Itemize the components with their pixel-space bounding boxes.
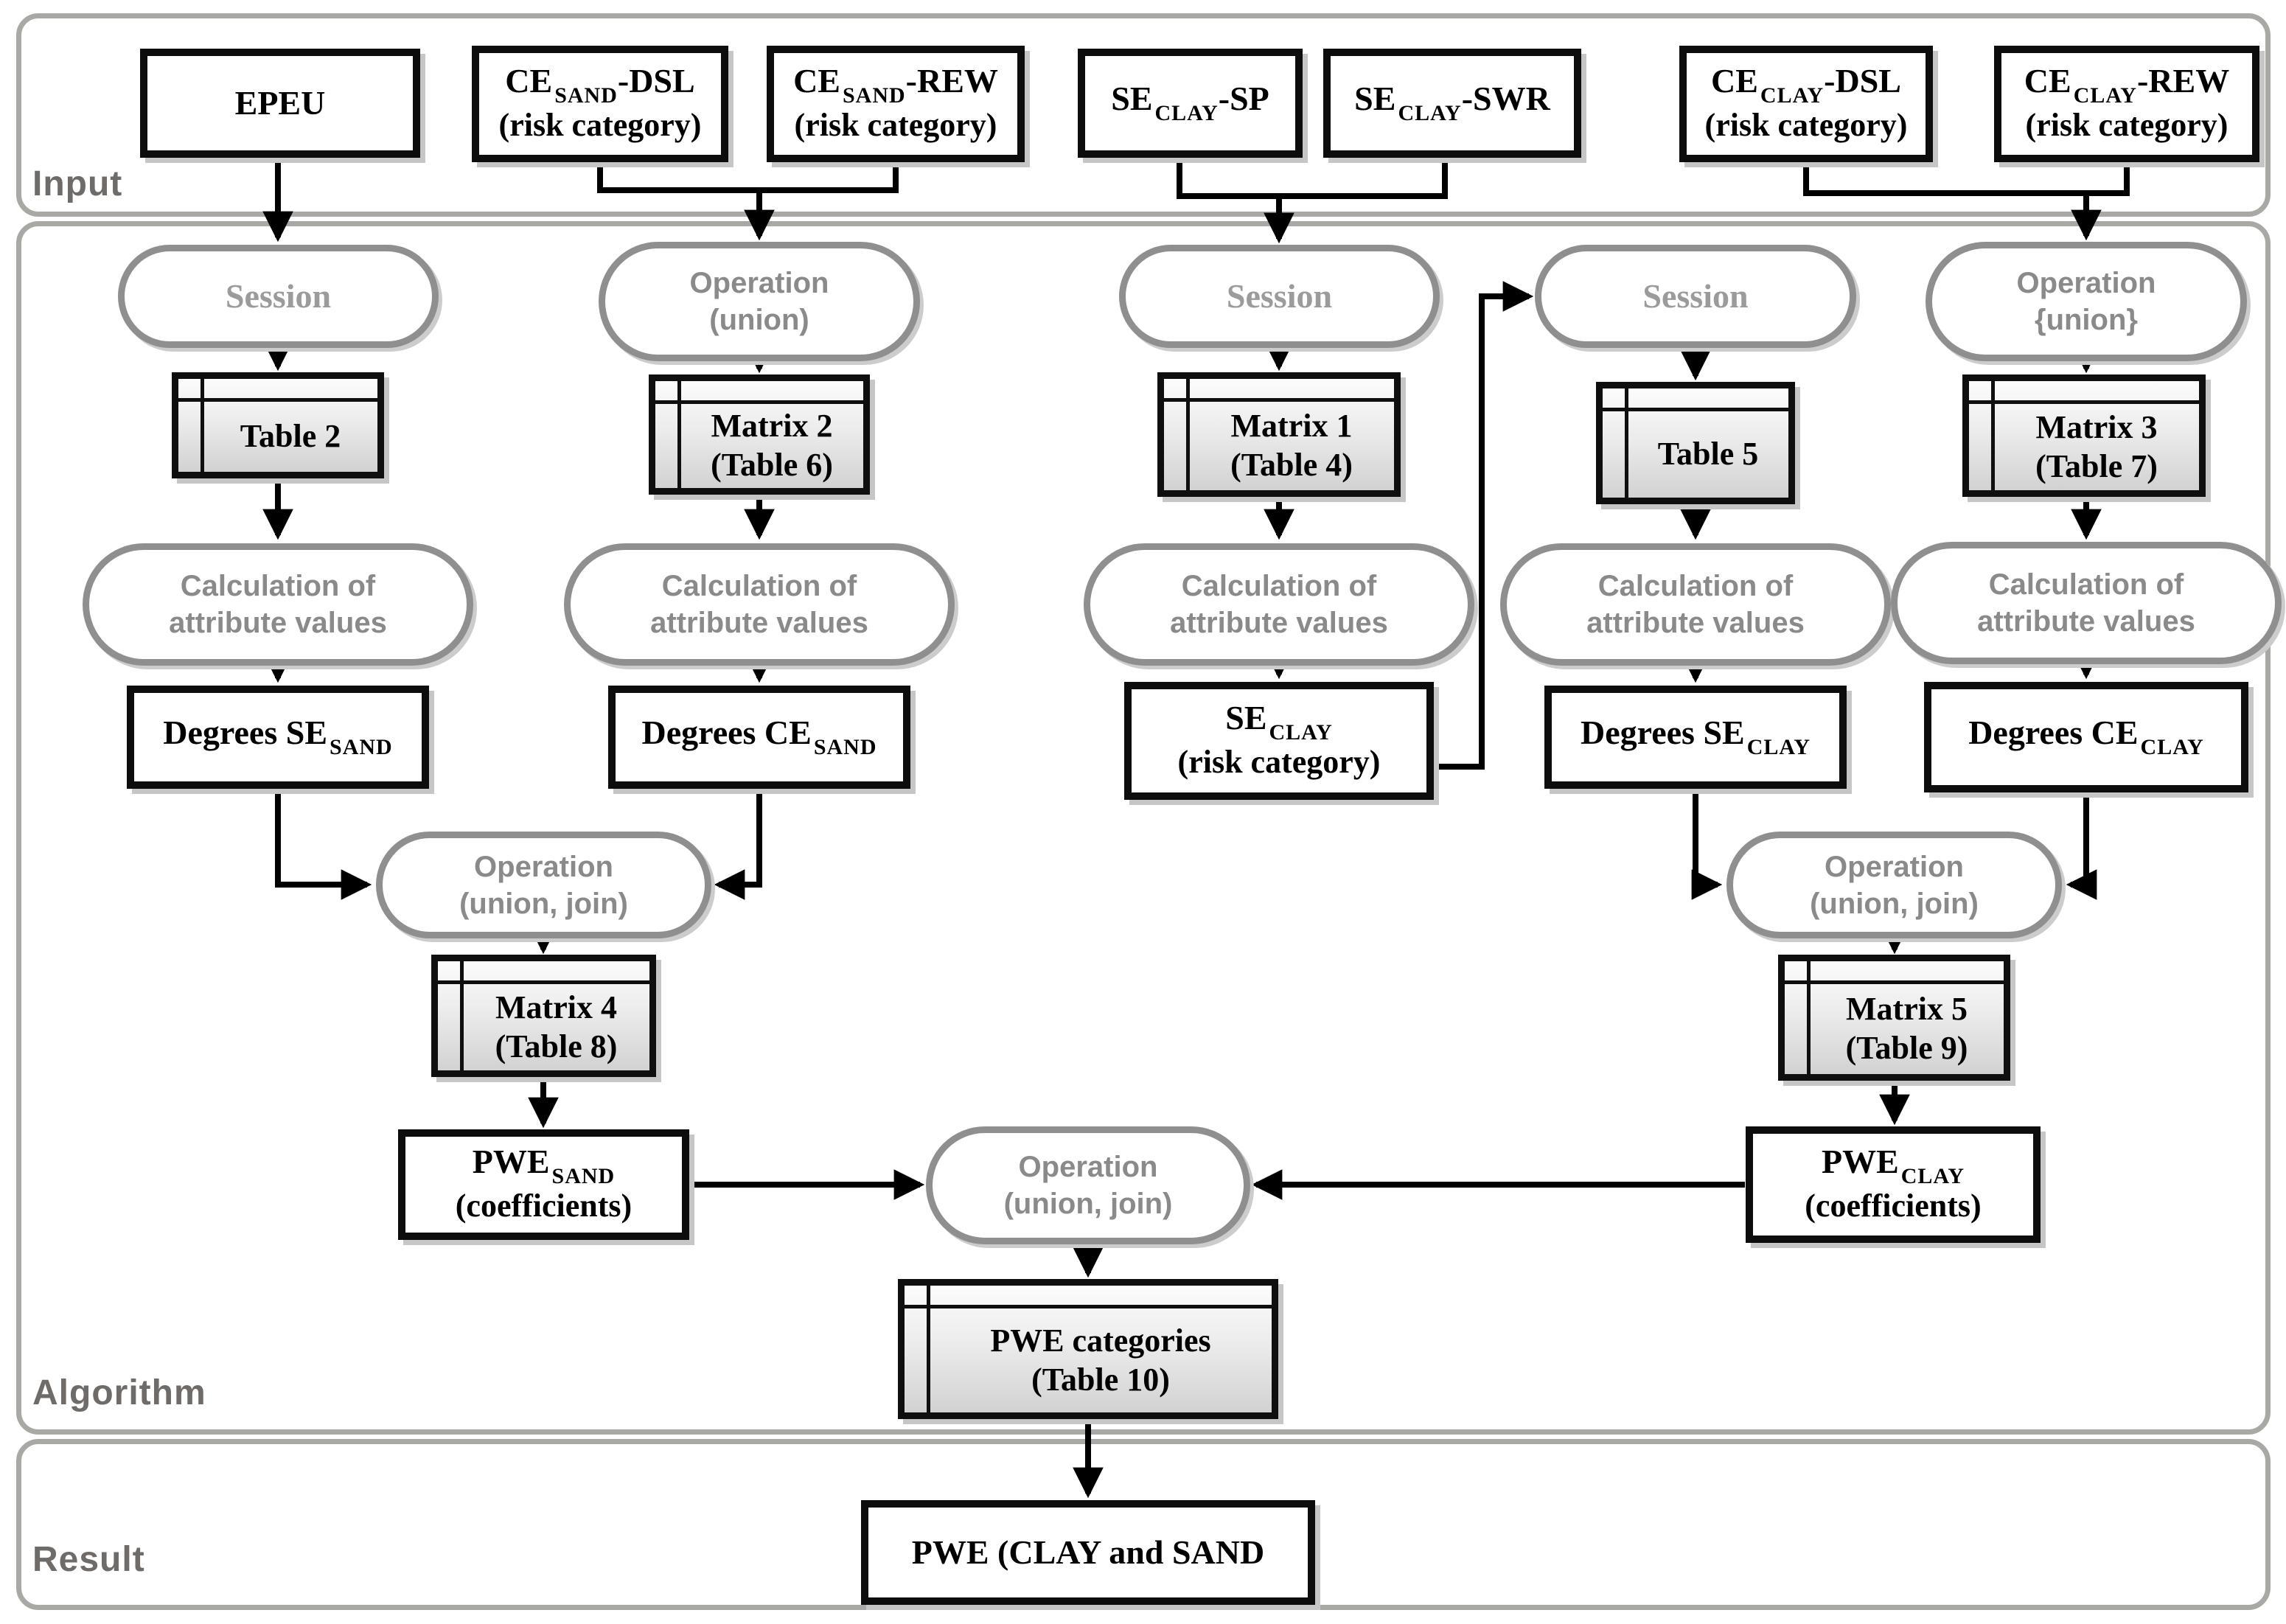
bus-ce-clay [1803,163,2130,196]
table-top-band [1969,400,2199,404]
section-label-algorithm: Algorithm [32,1373,206,1412]
bus-ce-sand [597,162,899,193]
section-label-input: Input [32,164,123,203]
node-matrix1: Matrix 1(Table 4) [1157,372,1401,497]
table-left-band [655,381,681,488]
node-matrix4: Matrix 4(Table 8) [431,955,656,1077]
oval-session-clay-1: Session [1119,245,1440,348]
table-top-band [178,398,377,402]
table-top-band [905,1305,1272,1308]
node-pwe-final: PWE (CLAY and SAND [861,1500,1315,1605]
bus-se-clay [1177,156,1448,199]
oval-operation-join-sand: Operation(union, join) [376,832,711,938]
oval-operation-union-sand: Operation (union) [599,242,920,361]
arrow-se-clay-to-session2 [1435,281,1534,770]
node-epeu: EPEU [140,49,420,158]
table-top-band [655,400,863,404]
table-left-band [1785,961,1811,1074]
arrow-degrees-ce-sand-to-join [714,790,762,900]
table-top-band [1164,398,1394,402]
oval-operation-join-clay: Operation(union, join) [1726,832,2062,938]
arrow-degrees-ce-clay-to-join [2066,793,2097,900]
table-top-band [438,980,649,984]
table-left-band [178,379,204,472]
node-matrix3: Matrix 3(Table 7) [1962,374,2206,497]
table-left-band [438,961,464,1070]
node-matrix5: Matrix 5(Table 9) [1778,955,2010,1081]
node-table5: Table 5 [1596,382,1795,504]
section-input [16,13,2271,217]
section-label-result: Result [32,1540,145,1579]
node-pwe-categories: PWE categories(Table 10) [898,1279,1278,1419]
oval-session-clay-2: Session [1535,245,1856,348]
node-matrix2: Matrix 2(Table 6) [649,374,870,495]
table-left-band [1164,379,1190,490]
oval-operation-join-final: Operation(union, join) [926,1126,1250,1244]
table-left-band [1969,381,1995,490]
table-left-band [905,1286,930,1412]
oval-operation-union-clay: Operation {union} [1926,242,2247,361]
table-left-band [1603,388,1628,498]
section-algorithm [16,221,2271,1435]
arrow-degrees-se-sand-to-join [275,790,372,900]
table-top-band [1603,408,1788,411]
oval-session-sand: Session [118,245,439,348]
section-result [16,1439,2271,1610]
node-table2: Table 2 [172,372,384,478]
arrow-degrees-se-clay-to-join [1691,790,1723,900]
table-top-band [1785,980,2004,984]
